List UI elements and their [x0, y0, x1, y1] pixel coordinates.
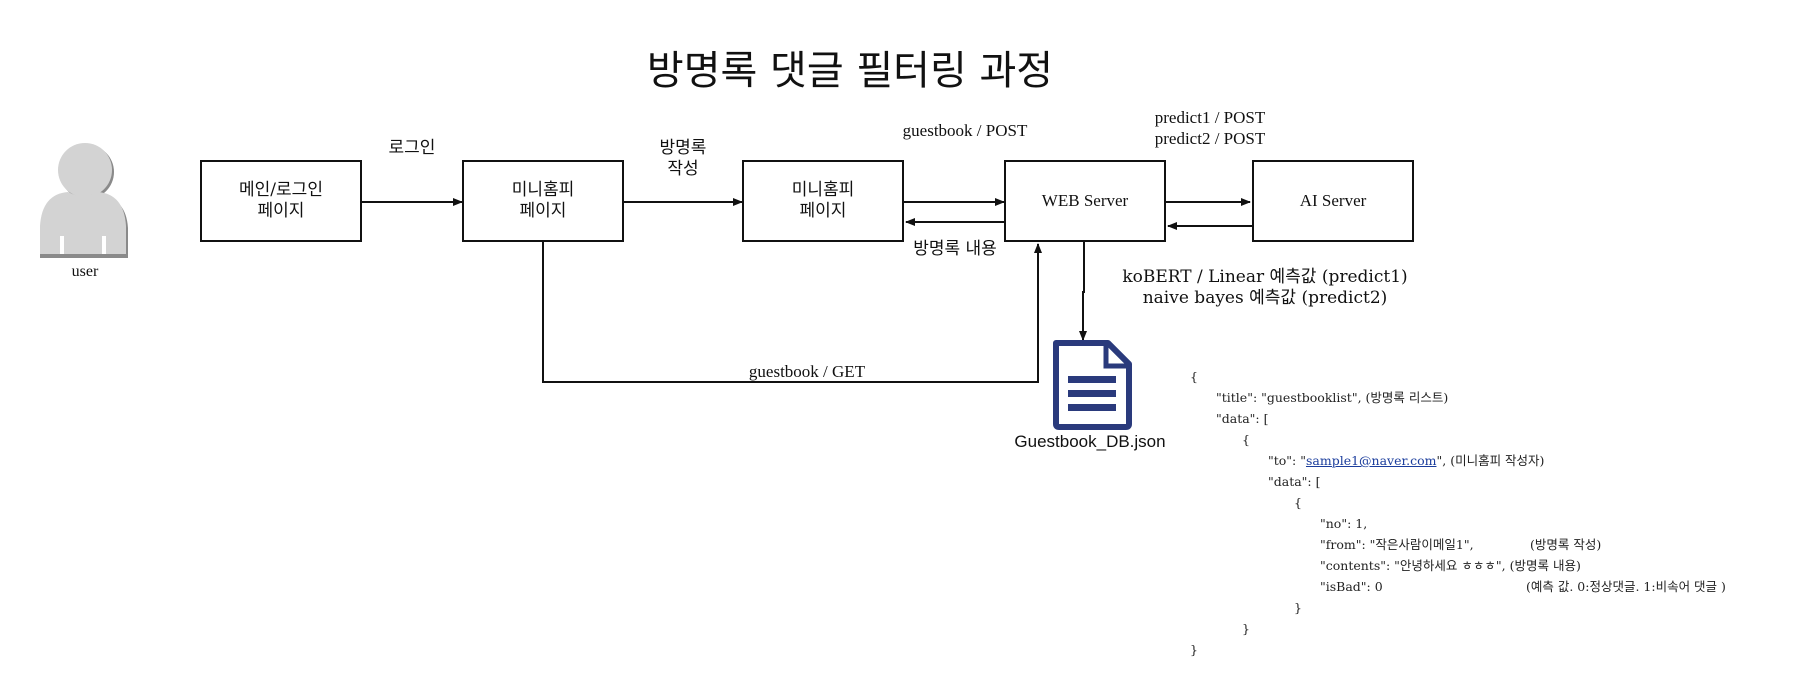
db-caption: Guestbook_DB.json [1014, 432, 1166, 451]
json-text: { [1242, 432, 1250, 447]
user-caption: user [71, 263, 99, 280]
json-text: "data": [ [1216, 411, 1269, 426]
json-line: "isBad": 0 (예측 값. 0:정상댓글. 1:비속어 댓글 ) [1190, 576, 1790, 597]
json-line: { [1190, 429, 1790, 450]
json-text: ", [1436, 453, 1447, 468]
document-icon [1053, 340, 1132, 430]
main-login-page-box: 메인/로그인 페이지 [200, 160, 362, 242]
json-text: "data": [ [1268, 474, 1321, 489]
json-line: "data": [ [1190, 408, 1790, 429]
json-sample: { "title": "guestbooklist", (방명록 리스트) "d… [1190, 366, 1790, 660]
json-text: { [1294, 495, 1302, 510]
guestbook-get-label: guestbook / GET [748, 362, 866, 381]
json-text: } [1242, 621, 1250, 636]
json-comment: (방명록 리스트) [1365, 390, 1449, 405]
predict-values-label: koBERT / Linear 예측값 (predict1) naive bay… [1122, 267, 1408, 309]
json-line: } [1190, 597, 1790, 618]
json-line: } [1190, 618, 1790, 639]
json-comment: (예측 값. 0:정상댓글. 1:비속어 댓글 ) [1526, 579, 1726, 594]
json-line: "from": "작은사람이메일1", (방명록 작성) [1190, 534, 1790, 555]
guestbook-post-label: guestbook / POST [902, 121, 1028, 140]
json-line: "data": [ [1190, 471, 1790, 492]
json-line: "no": 1, [1190, 513, 1790, 534]
json-comment: (방명록 작성) [1530, 537, 1602, 552]
json-line: "contents": "안녕하세요 ㅎㅎㅎ", (방명록 내용) [1190, 555, 1790, 576]
guestbook-content-label: 방명록 내용 [913, 239, 997, 259]
arrow-to-db [1079, 242, 1087, 341]
login-label: 로그인 [388, 138, 436, 158]
write-guestbook-label: 방명록 작성 [659, 138, 707, 180]
user-icon [40, 143, 128, 258]
email-link[interactable]: sample1@naver.com [1305, 453, 1437, 468]
json-text: } [1190, 642, 1198, 657]
arrow-guestbook-get [542, 242, 1042, 383]
json-line: { [1190, 366, 1790, 387]
json-text: "isBad": 0 [1320, 579, 1383, 594]
predict-post-label: predict1 / POST predict2 / POST [1154, 108, 1266, 149]
json-text: { [1190, 369, 1198, 384]
json-text: } [1294, 600, 1302, 615]
json-text: "title": "guestbooklist", [1216, 390, 1362, 405]
json-text: "contents": "안녕하세요 ㅎㅎㅎ", [1320, 558, 1506, 573]
minihompy-page-box-1: 미니홈피 페이지 [462, 160, 624, 242]
json-line: { [1190, 492, 1790, 513]
json-text: "from": "작은사람이메일1", [1320, 537, 1474, 552]
minihompy-page-box-2: 미니홈피 페이지 [742, 160, 904, 242]
json-line: "to": "sample1@naver.com", (미니홈피 작성자) [1190, 450, 1790, 471]
web-server-box: WEB Server [1004, 160, 1166, 242]
diagram-title: 방명록 댓글 필터링 과정 [646, 48, 1054, 94]
json-comment: (방명록 내용) [1509, 558, 1581, 573]
ai-server-box: AI Server [1252, 160, 1414, 242]
json-comment: (미니홈피 작성자) [1450, 453, 1545, 468]
json-line: } [1190, 639, 1790, 660]
json-text: "to": " [1268, 453, 1306, 468]
json-line: "title": "guestbooklist", (방명록 리스트) [1190, 387, 1790, 408]
json-text: "no": 1, [1320, 516, 1368, 531]
